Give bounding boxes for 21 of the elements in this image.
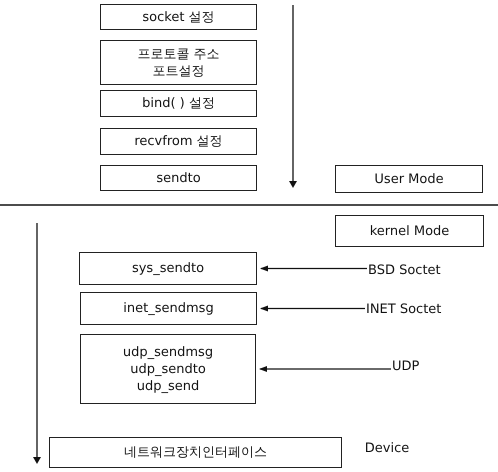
process-box: 프로토콜 주소 포트설정 [100, 40, 257, 85]
mode-box: User Mode [335, 165, 483, 193]
process-box: 네트워크장치인터페이스 [49, 437, 342, 468]
function-name: udp_sendmsg [122, 344, 214, 360]
process-box: bind( ) 설정 [100, 90, 257, 117]
text-label: UDP [392, 354, 420, 378]
process-box [80, 334, 256, 404]
process-box: recvfrom 설정 [100, 128, 257, 155]
function-name: udp_sendto [130, 360, 206, 378]
arrow [260, 306, 365, 312]
layer-label: Device [364, 440, 410, 458]
process-box: sys_sendto [79, 252, 257, 285]
process-box: inet_sendmsg [80, 292, 257, 325]
arrow [260, 266, 367, 272]
text-label: BSD Soctet [368, 258, 441, 282]
mode-box: kernel Mode [335, 215, 484, 247]
process-box: sendto [100, 165, 257, 191]
text-label: INET Soctet [366, 297, 442, 321]
function-name: udp_send [136, 378, 200, 394]
arrow [259, 366, 391, 372]
process-box: socket 설정 [100, 4, 257, 30]
